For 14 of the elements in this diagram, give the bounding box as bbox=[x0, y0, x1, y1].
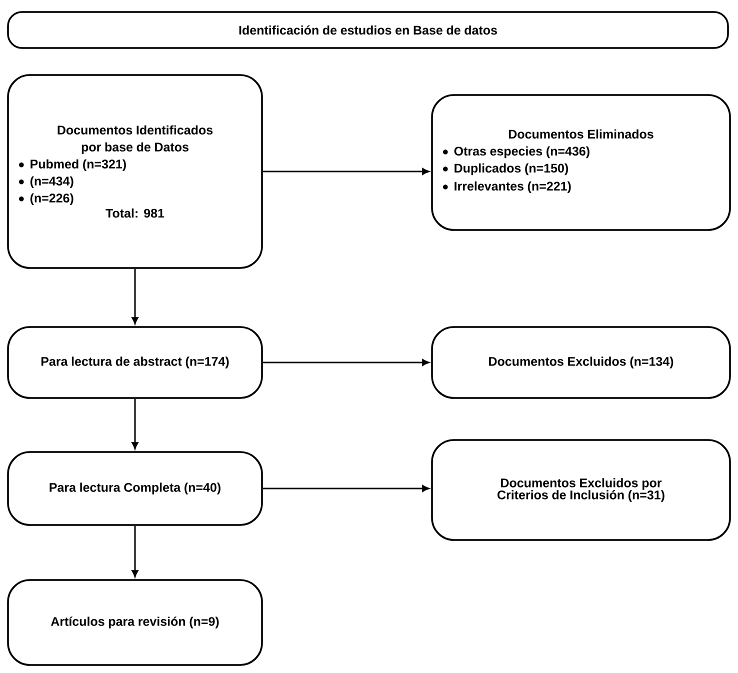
process-box: Documentos Excluidos (n=134) bbox=[431, 326, 731, 399]
process-box: Para lectura de abstract (n=174) bbox=[7, 326, 263, 399]
process-box: Documentos Identificados por base de Datos Pubmed (n=321) (n=434) (n=226) Total: 981 bbox=[7, 74, 263, 269]
arrow bbox=[132, 526, 138, 578]
process-box: Artículos para revisión (n=9) bbox=[7, 579, 263, 666]
process-box: Para lectura Completa (n=40) bbox=[7, 451, 263, 526]
arrow bbox=[262, 359, 430, 366]
arrow bbox=[262, 485, 430, 492]
arrow bbox=[262, 168, 430, 175]
process-box: Documentos Excluidos por Criterios de Inclusión (n=31) bbox=[431, 439, 731, 541]
arrow bbox=[132, 268, 138, 324]
process-box: Documentos Eliminados Otras especies (n=436) Duplicados (n=150) Irrelevantes (n=221) bbox=[431, 94, 731, 231]
arrow bbox=[132, 398, 138, 450]
title-band: Identificación de estudios en Base de datos bbox=[7, 11, 729, 49]
